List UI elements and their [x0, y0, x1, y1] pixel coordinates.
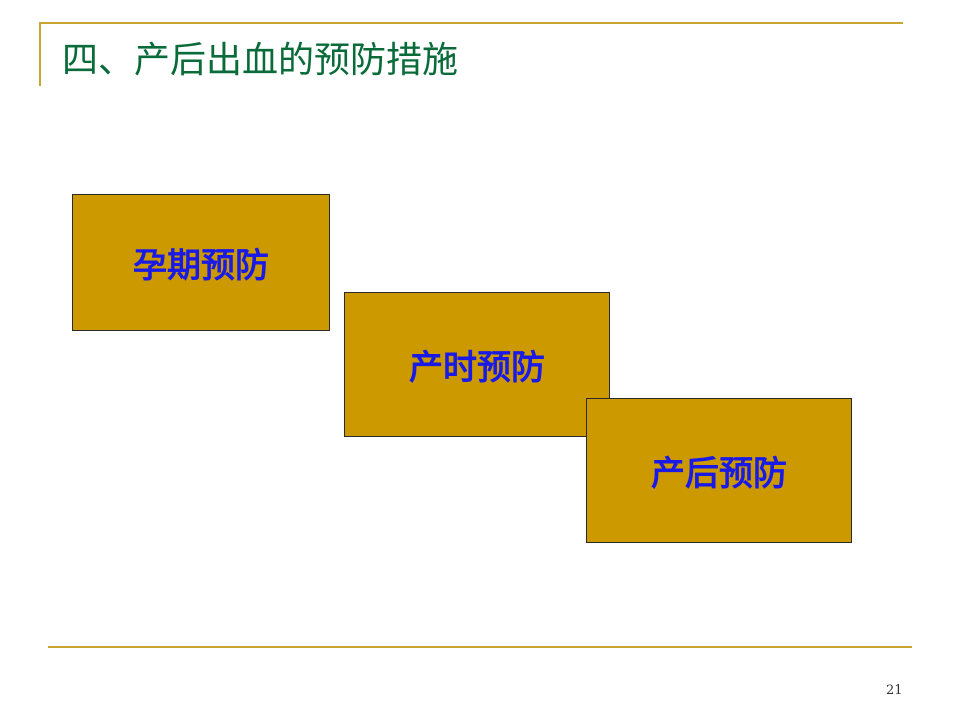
- prevention-box-postpartum: 产后预防: [586, 398, 852, 543]
- page-number: 21: [886, 683, 903, 698]
- top-divider-line: [41, 22, 903, 24]
- prevention-box-pregnancy: 孕期预防: [72, 194, 330, 331]
- prevention-box-label: 产时预防: [409, 348, 545, 388]
- prevention-box-delivery: 产时预防: [344, 292, 610, 437]
- bottom-divider-line: [48, 646, 912, 648]
- slide-title: 四、产后出血的预防措施: [62, 40, 459, 81]
- prevention-box-label: 产后预防: [651, 454, 787, 494]
- prevention-box-label: 孕期预防: [133, 246, 269, 286]
- left-accent-line: [39, 22, 41, 86]
